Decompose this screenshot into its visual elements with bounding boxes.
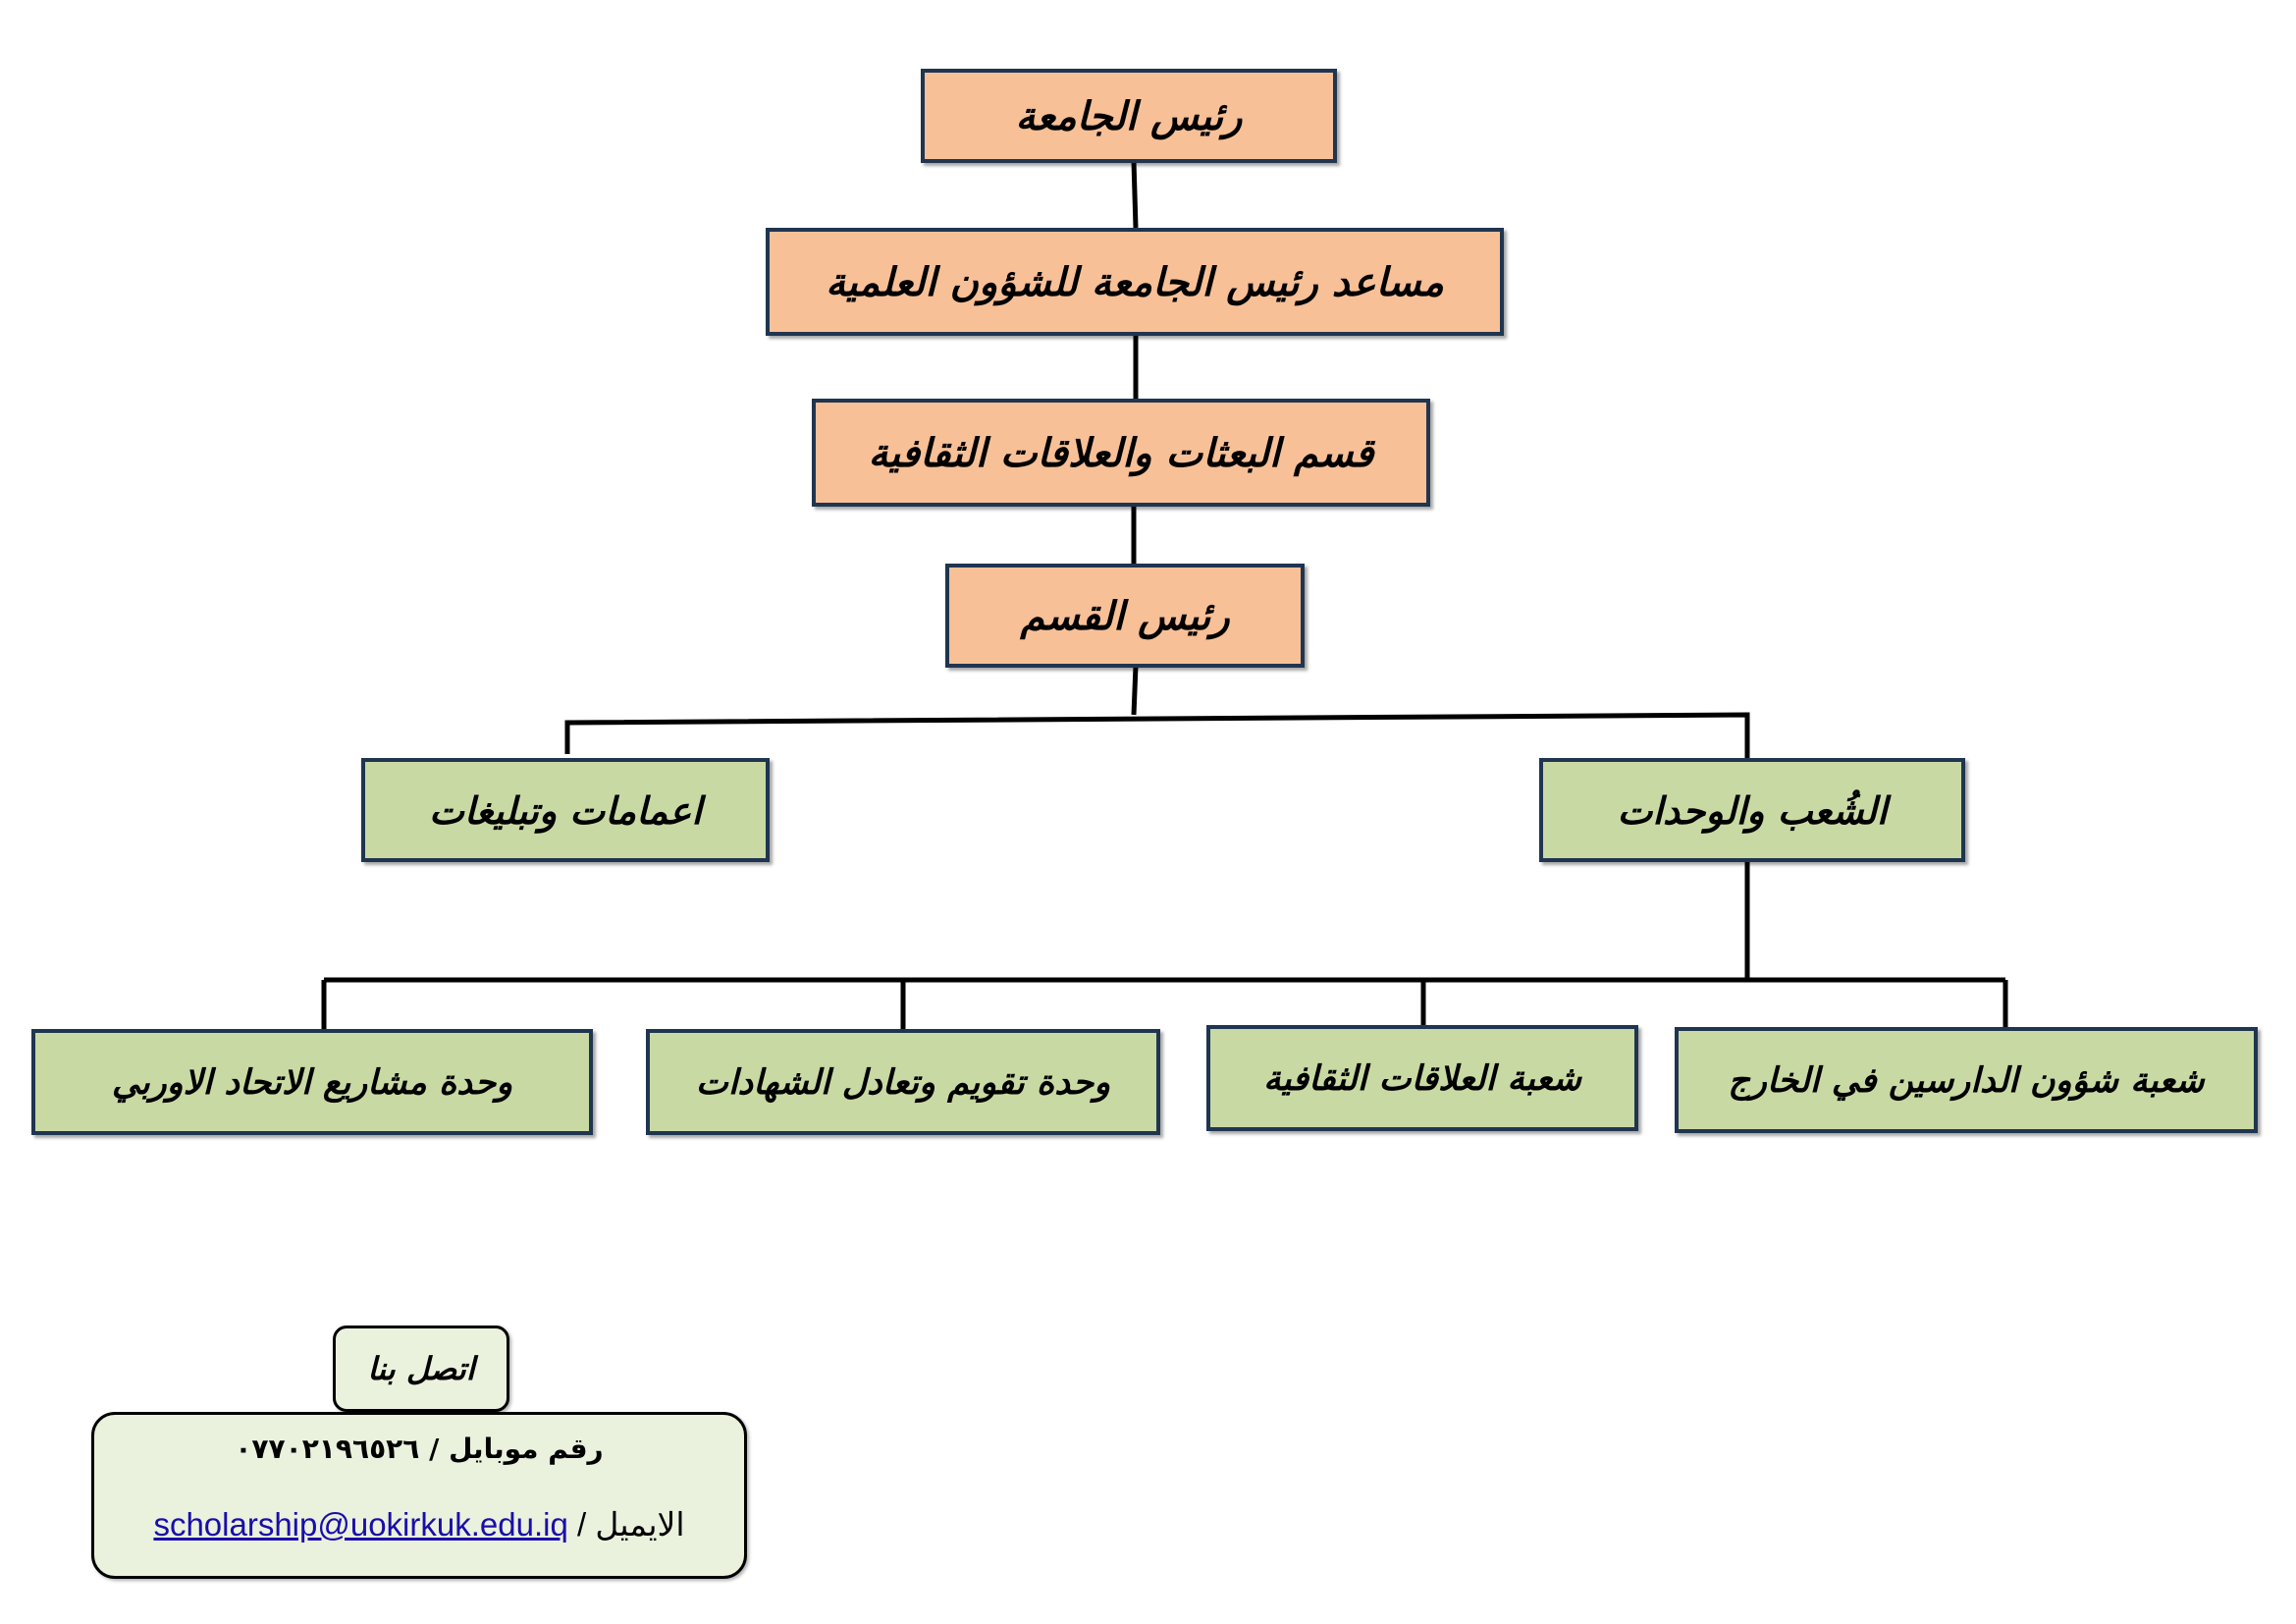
email-line: الايميل / scholarship@uokirkuk.edu.iq [94, 1505, 744, 1543]
box-cultural-relations: شعبة العلاقات الثقافية [1206, 1025, 1638, 1131]
box-eu-projects: وحدة مشاريع الاتحاد الاوربي [31, 1029, 593, 1135]
connector-president-assistant [1131, 160, 1139, 229]
box-circulars-label: اعمامات وتبليغات [429, 787, 702, 833]
box-department-head-label: رئيس القسم [1020, 592, 1230, 639]
connector-head-branch [1131, 665, 1139, 716]
connector-level2-bus [564, 712, 1750, 758]
box-assistant-label: مساعد رئيس الجامعة للشؤون العلمية [826, 258, 1444, 305]
phone-label: رقم موبايل / [429, 1433, 604, 1465]
phone-number: ٠٧٧٠٢١٩٦٥٢٦ [235, 1433, 420, 1465]
email-label: الايميل / [577, 1506, 685, 1543]
contact-title: اتصل بنا [333, 1326, 509, 1412]
box-sections-units: الشُعب والوحدات [1539, 758, 1965, 862]
box-president-label: رئيس الجامعة [1015, 92, 1243, 139]
box-department-head: رئيس القسم [945, 564, 1305, 668]
box-assistant: مساعد رئيس الجامعة للشؤون العلمية [766, 228, 1504, 336]
box-students-abroad-label: شعبة شؤون الدارسين في الخارج [1728, 1059, 2205, 1101]
email-link[interactable]: scholarship@uokirkuk.edu.iq [153, 1506, 568, 1543]
box-eu-projects-label: وحدة مشاريع الاتحاد الاوربي [111, 1061, 513, 1103]
box-president: رئيس الجامعة [921, 69, 1337, 163]
box-certificate-evaluation-label: وحدة تقويم وتعادل الشهادات [695, 1061, 1111, 1103]
phone-line: رقم موبايل / ٠٧٧٠٢١٩٦٥٢٦ [94, 1433, 744, 1465]
contact-title-label: اتصل بنا [367, 1350, 475, 1387]
box-department-label: قسم البعثات والعلاقات الثقافية [868, 429, 1374, 476]
box-cultural-relations-label: شعبة العلاقات الثقافية [1263, 1057, 1581, 1099]
box-department: قسم البعثات والعلاقات الثقافية [812, 399, 1430, 507]
contact-box: رقم موبايل / ٠٧٧٠٢١٩٦٥٢٦ الايميل / schol… [91, 1412, 747, 1579]
box-sections-units-label: الشُعب والوحدات [1617, 787, 1888, 833]
box-certificate-evaluation: وحدة تقويم وتعادل الشهادات [646, 1029, 1160, 1135]
box-students-abroad: شعبة شؤون الدارسين في الخارج [1675, 1027, 2258, 1133]
box-circulars: اعمامات وتبليغات [361, 758, 770, 862]
